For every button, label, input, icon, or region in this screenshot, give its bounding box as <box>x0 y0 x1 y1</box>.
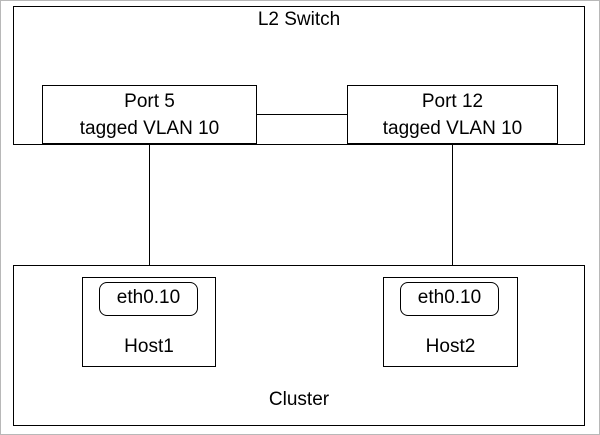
cluster-title: Cluster <box>268 389 330 410</box>
port-interconnect-line <box>256 114 348 115</box>
host2-link-line <box>452 144 453 277</box>
port-5-box <box>42 85 257 144</box>
host1-link-line <box>149 144 150 277</box>
port-12-name: Port 12 <box>421 91 484 112</box>
host1-interface: eth0.10 <box>99 282 198 316</box>
host2-interface: eth0.10 <box>400 282 499 316</box>
port-12-mode: tagged VLAN 10 <box>382 118 523 139</box>
switch-title: L2 Switch <box>257 9 341 30</box>
host1-name: Host1 <box>124 336 174 357</box>
port-5-name: Port 5 <box>124 91 175 112</box>
port-12-box <box>347 85 558 144</box>
host2-name: Host2 <box>425 336 476 357</box>
port-5-mode: tagged VLAN 10 <box>79 118 220 139</box>
